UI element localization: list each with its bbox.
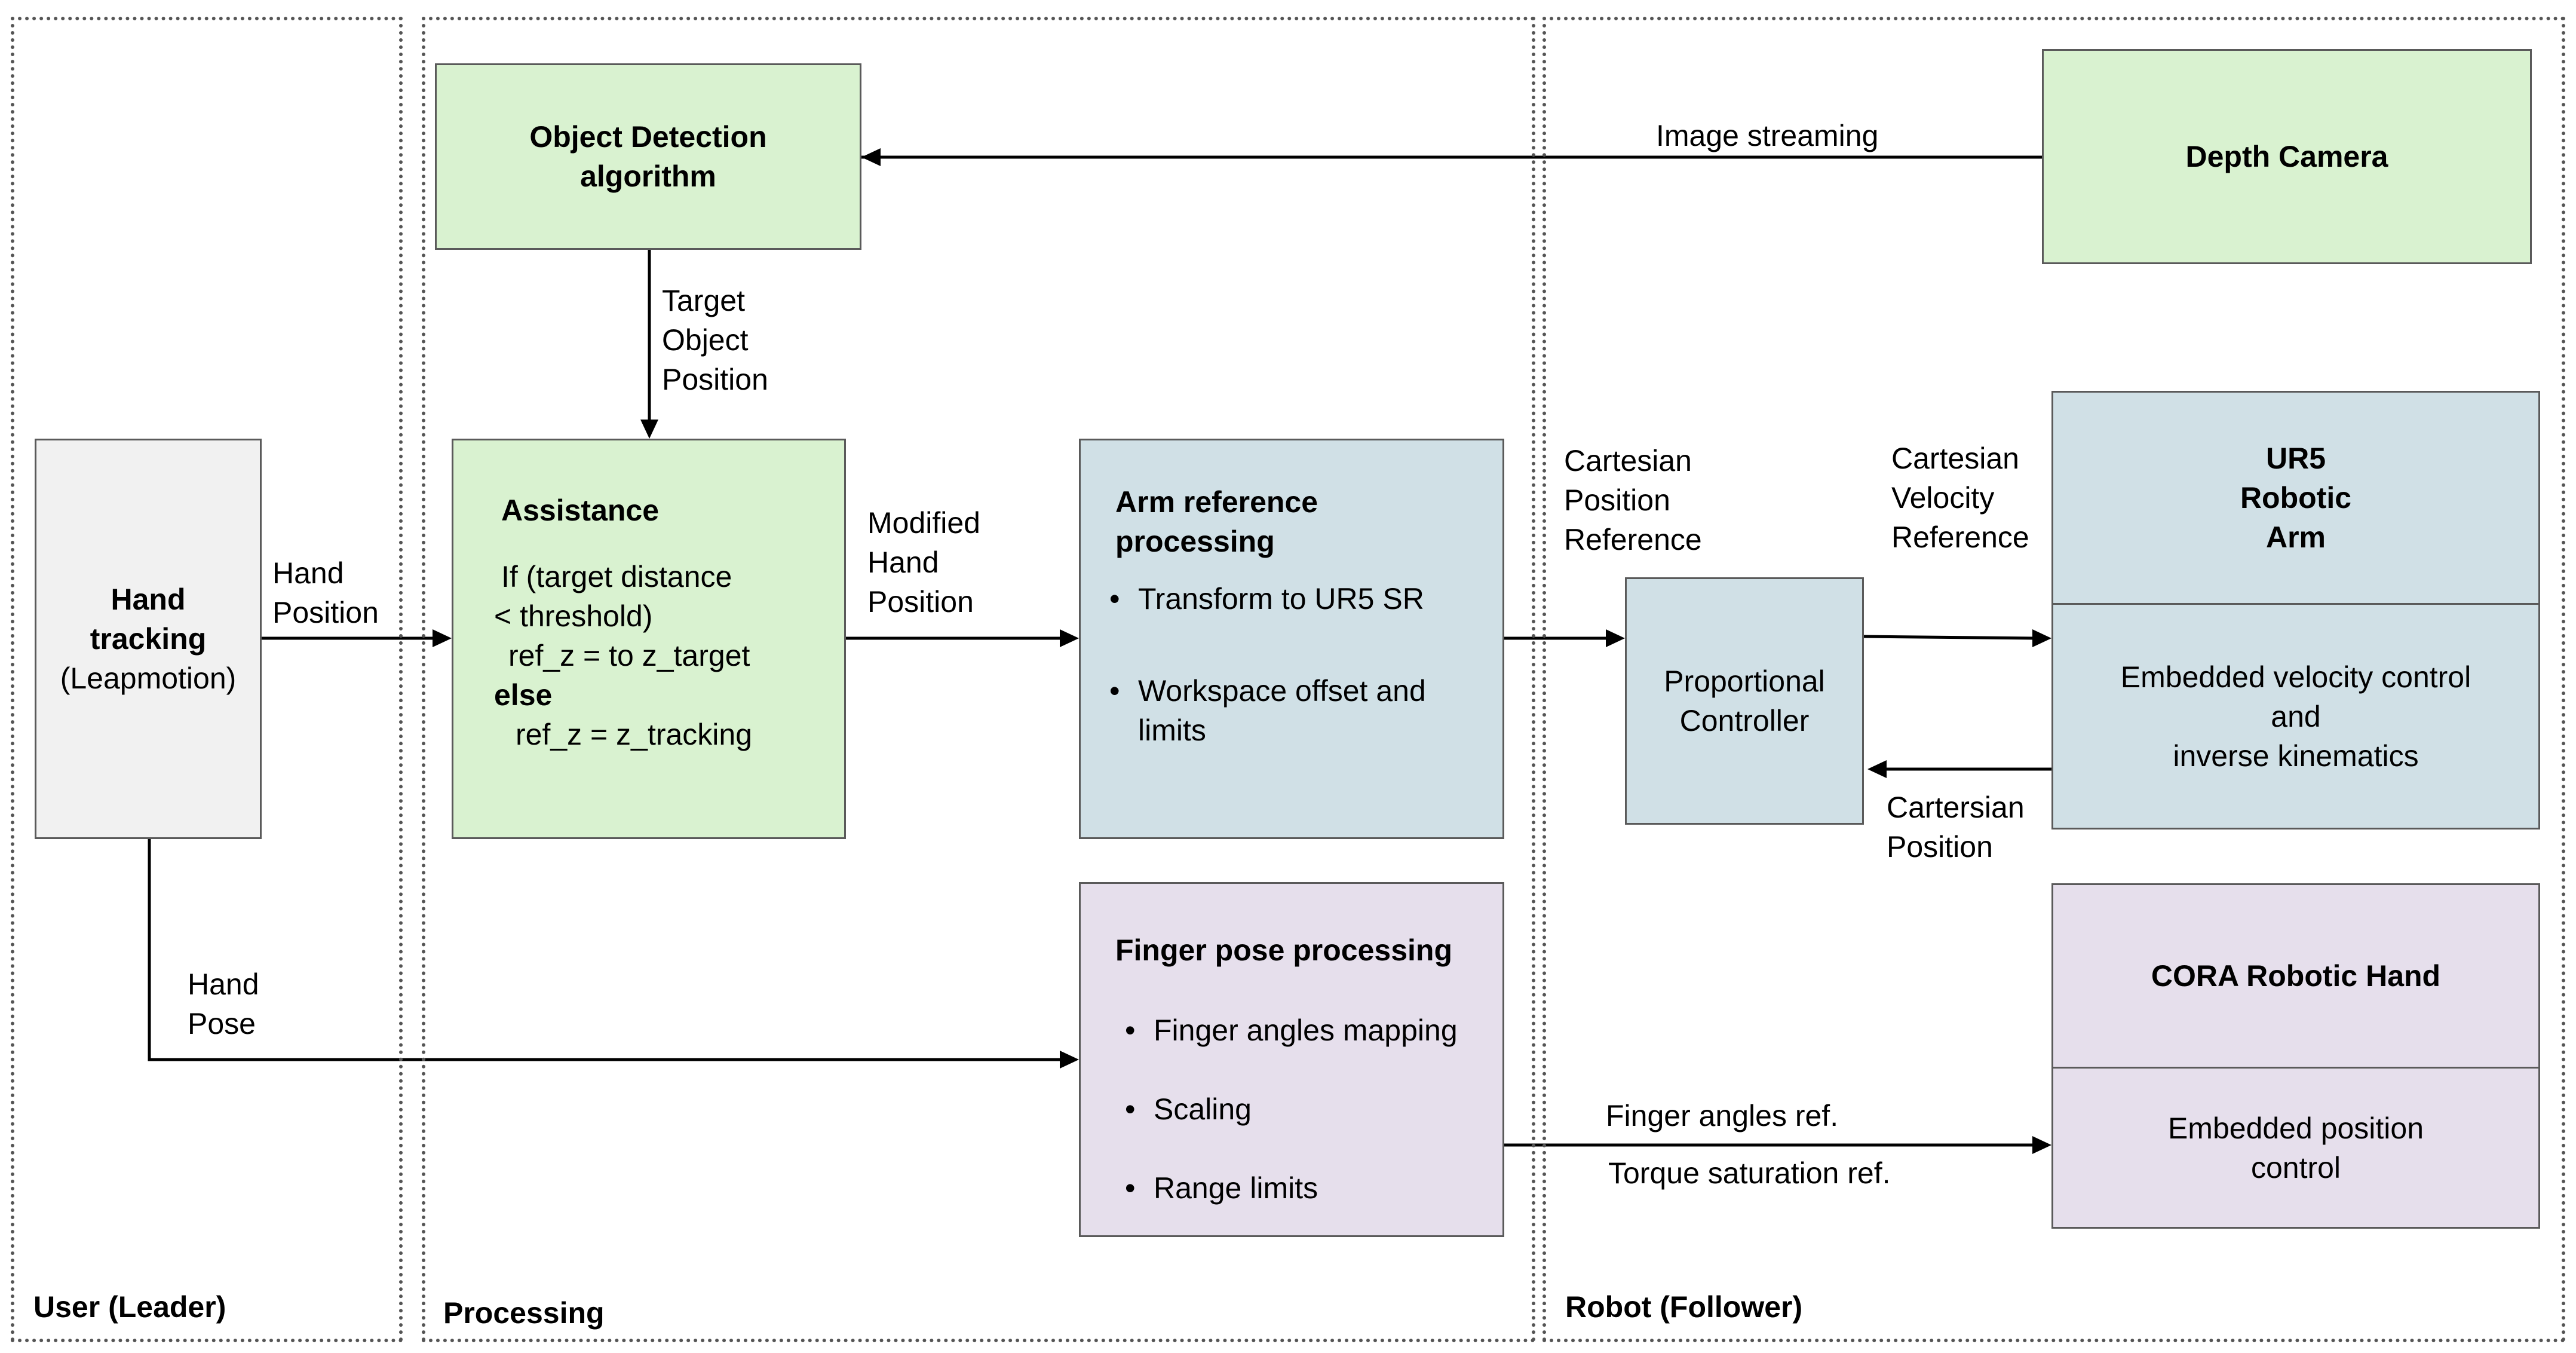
arm-reference-box: Arm reference processing Transform to UR… <box>1079 439 1504 839</box>
hand-tracking-line1: Hand <box>111 583 186 616</box>
arrowhead-modified-hand-position <box>1060 629 1079 647</box>
arrowhead-cartesian-velocity-reference <box>2032 629 2051 647</box>
cora-body-2: control <box>2250 1150 2341 1184</box>
label-cp-2: Position <box>1887 830 1993 864</box>
arm-reference-bullet-1: Transform to UR5 SR <box>1102 579 1424 619</box>
label-torque-saturation-ref: Torque saturation ref. <box>1608 1156 1891 1190</box>
label-target-1: Target <box>662 284 745 317</box>
arrowhead-cartersian-position <box>1867 760 1887 778</box>
label-modified-1: Modified <box>867 506 980 540</box>
assistance-code-3: ref_z = to z_target <box>508 639 750 672</box>
label-finger-angles-ref: Finger angles ref. <box>1606 1099 1839 1132</box>
depth-camera-title: Depth Camera <box>2185 140 2388 173</box>
proportional-controller-line2: Controller <box>1679 704 1810 737</box>
cora-body-area: Embedded position control <box>2053 1069 2538 1227</box>
ur5-divider <box>2053 603 2538 605</box>
arm-reference-title-2: processing <box>1115 525 1275 558</box>
cora-divider <box>2053 1067 2538 1069</box>
ur5-title-3: Arm <box>2265 521 2326 554</box>
label-cpr-1: Cartesian <box>1564 444 1692 477</box>
ur5-title-area: UR5 Robotic Arm <box>2053 393 2538 603</box>
object-detection-box: Object Detection algorithm <box>435 63 861 250</box>
cora-title: CORA Robotic Hand <box>2151 959 2441 993</box>
arrowhead-target-object-position <box>640 420 658 439</box>
label-cpr-2: Position <box>1564 483 1670 517</box>
cora-robotic-hand-box: CORA Robotic Hand Embedded position cont… <box>2051 883 2540 1229</box>
finger-pose-bullet-3: Range limits <box>1118 1168 1458 1208</box>
zone-robot-follower <box>1542 17 2565 1342</box>
label-target-object-position: Target Object Position <box>662 281 768 399</box>
arm-reference-bullet-2-cont: limits <box>1138 714 1206 747</box>
arm-reference-list-2: Workspace offset and <box>1102 671 1426 711</box>
hand-tracking-line3: (Leapmotion) <box>60 662 237 695</box>
label-target-2: Object <box>662 323 749 357</box>
zone-user-title: User (Leader) <box>33 1290 226 1324</box>
ur5-robotic-arm-box: UR5 Robotic Arm Embedded velocity contro… <box>2051 391 2540 829</box>
label-cartesian-position-reference: Cartesian Position Reference <box>1564 441 1702 559</box>
proportional-controller-line1: Proportional <box>1664 665 1825 698</box>
zone-robot-title: Robot (Follower) <box>1565 1290 1803 1324</box>
ur5-title-1: UR5 <box>2265 442 2326 475</box>
arrowhead-image-streaming <box>861 148 881 166</box>
label-cvr-2: Velocity <box>1891 481 1995 515</box>
zone-processing <box>422 17 1535 1342</box>
arrowhead-hand-position <box>433 629 452 647</box>
arrow-hand-pose <box>148 839 1063 1061</box>
ur5-body-2: and <box>2271 699 2321 733</box>
label-cpr-3: Reference <box>1564 523 1702 556</box>
arrowhead-finger-angles-ref <box>2032 1136 2051 1154</box>
label-image-streaming: Image streaming <box>1656 119 1879 152</box>
label-hand-position-2: Position <box>272 596 379 629</box>
label-hand-position: Hand Position <box>272 553 379 632</box>
label-modified-hand-position: Modified Hand Position <box>867 503 980 622</box>
assistance-title: Assistance <box>501 494 660 527</box>
label-cartesian-velocity-reference: Cartesian Velocity Reference <box>1891 439 2029 557</box>
label-hand-pose-2: Pose <box>188 1007 256 1040</box>
label-cvr-3: Reference <box>1891 521 2029 554</box>
arm-reference-bullet-2: Workspace offset and <box>1102 671 1426 711</box>
label-target-3: Position <box>662 363 768 396</box>
label-modified-3: Position <box>867 585 974 619</box>
arrow-cartesian-velocity-reference <box>1863 635 2037 640</box>
zone-user-leader <box>11 17 403 1342</box>
label-cartersian-position: Cartersian Position <box>1887 788 2025 867</box>
ur5-body-1: Embedded velocity control <box>2120 660 2471 694</box>
arm-reference-list: Transform to UR5 SR <box>1102 579 1424 619</box>
assistance-code-5: ref_z = z_tracking <box>516 718 753 751</box>
label-cvr-1: Cartesian <box>1891 442 2019 475</box>
label-hand-pose-1: Hand <box>188 968 259 1001</box>
finger-pose-bullet-1: Finger angles mapping <box>1118 1011 1458 1050</box>
finger-pose-box: Finger pose processing Finger angles map… <box>1079 882 1504 1237</box>
cora-title-area: CORA Robotic Hand <box>2053 885 2538 1067</box>
object-detection-line1: Object Detection <box>529 120 767 154</box>
assistance-code-2: < threshold) <box>494 599 653 633</box>
finger-pose-title: Finger pose processing <box>1115 933 1453 967</box>
finger-pose-bullet-2: Scaling <box>1118 1089 1458 1129</box>
proportional-controller-box: Proportional Controller <box>1625 577 1864 825</box>
assistance-code-4: else <box>494 678 553 712</box>
object-detection-line2: algorithm <box>580 160 716 193</box>
ur5-body-area: Embedded velocity control and inverse ki… <box>2053 605 2538 828</box>
label-hand-pose: Hand Pose <box>188 965 259 1043</box>
label-hand-position-1: Hand <box>272 556 344 590</box>
cora-body-1: Embedded position <box>2167 1111 2424 1145</box>
ur5-title-2: Robotic <box>2240 481 2352 515</box>
finger-pose-list: Finger angles mapping Scaling Range limi… <box>1118 1011 1458 1208</box>
zone-processing-title: Processing <box>443 1296 605 1330</box>
label-cp-1: Cartersian <box>1887 791 2025 824</box>
hand-tracking-line2: tracking <box>90 622 207 656</box>
arrowhead-hand-pose <box>1060 1051 1079 1069</box>
depth-camera-box: Depth Camera <box>2042 49 2532 264</box>
ur5-body-3: inverse kinematics <box>2173 739 2419 773</box>
hand-tracking-box: Hand tracking (Leapmotion) <box>35 439 262 839</box>
assistance-box: Assistance If (target distance < thresho… <box>452 439 846 839</box>
arrowhead-cartesian-position-reference <box>1606 629 1625 647</box>
label-modified-2: Hand <box>867 546 939 579</box>
arm-reference-title-1: Arm reference <box>1115 485 1318 519</box>
assistance-code-1: If (target distance <box>501 560 732 593</box>
